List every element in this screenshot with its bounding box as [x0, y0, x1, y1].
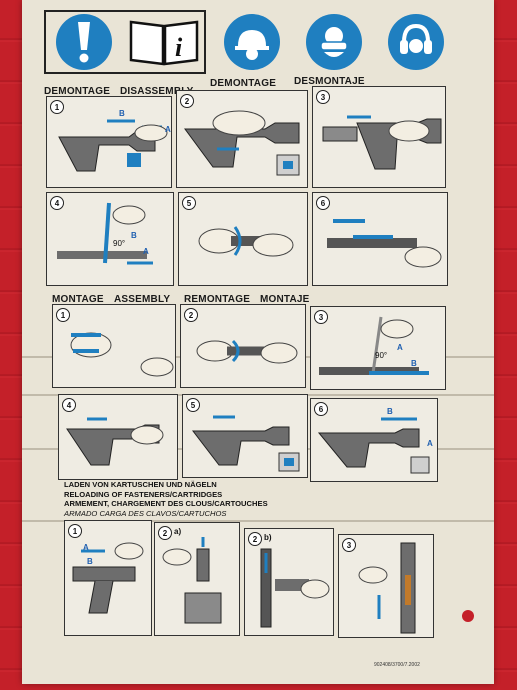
step-number: 4 — [62, 398, 76, 412]
reload-step-panel: 2 b) — [244, 528, 334, 636]
assembly-step-panel: 4 — [58, 394, 178, 480]
step-number: 4 — [50, 196, 64, 210]
disassembly-step-panel: 2 — [176, 90, 308, 188]
step-number: 2 — [158, 526, 172, 540]
exclamation-icon — [52, 10, 116, 74]
disassembly-step-panel: 3 — [312, 86, 446, 188]
heading-assembly-fr: REMONTAGE — [184, 294, 251, 305]
step-number: 3 — [342, 538, 356, 552]
angle-label: 90° — [113, 239, 126, 248]
svg-text:i: i — [175, 33, 183, 62]
assembly-step-panel: 6 B A — [310, 398, 438, 482]
step-number: 3 — [316, 90, 330, 104]
assembly-step-panel: 5 — [182, 394, 308, 478]
callout-b: B — [131, 231, 137, 240]
document-code: 902408/3700/7.2002 — [374, 662, 420, 668]
callout-b: B — [387, 407, 393, 416]
reload-step-panel: 1 A B — [64, 520, 152, 636]
mounting-hole — [462, 610, 474, 622]
heading-assembly-en: ASSEMBLY — [114, 294, 171, 305]
step-number: 2 — [248, 532, 262, 546]
reload-text-es: ARMADO CARGA DES CLAVOS/CARTUCHOS — [64, 508, 227, 518]
step-sub-label: a) — [174, 527, 182, 536]
heading-disassembly-fr: DEMONTAGE — [210, 78, 277, 89]
callout-a: A — [397, 343, 403, 352]
warning-frame — [44, 10, 206, 74]
step-number: 2 — [180, 94, 194, 108]
reload-text-fr: ARMEMENT, CHARGEMENT DES CLOUS/CARTOUCHE… — [64, 499, 268, 509]
disassembly-step-panel: 5 — [178, 192, 308, 286]
step-number: 1 — [50, 100, 64, 114]
callout-a: A — [427, 439, 433, 448]
heading-disassembly-en: DISASSEMBLY — [120, 86, 194, 97]
step-number: 1 — [56, 308, 70, 322]
reload-instructions: LADEN VON KARTUSCHEN UND NÄGELN RELOADIN… — [64, 480, 268, 518]
heading-assembly-es: MONTAJE — [260, 294, 310, 305]
callout-a: A — [165, 125, 171, 134]
disassembly-step-panel: 6 — [312, 192, 448, 286]
assembly-step-panel: 2 — [180, 304, 306, 388]
reload-step-panel: 2 a) — [154, 522, 240, 636]
callout-b: B — [411, 359, 417, 368]
reload-text-en: RELOADING OF FASTENERS/CARTRIDGES — [64, 489, 223, 499]
step-number: 2 — [184, 308, 198, 322]
step-number: 3 — [314, 310, 328, 324]
assembly-step-panel: 1 — [52, 304, 176, 388]
assembly-step-panel: 3 90° A B — [310, 306, 446, 390]
heading-assembly-de: MONTAGE — [52, 294, 104, 305]
step-number: 1 — [68, 524, 82, 538]
ear-protection-icon — [384, 10, 448, 74]
callout-b: B — [87, 557, 93, 566]
heading-disassembly-de: DEMONTAGE — [44, 86, 111, 97]
fold-line — [22, 520, 494, 522]
callout-a: A — [83, 543, 89, 552]
reload-text-de: LADEN VON KARTUSCHEN UND NÄGELN — [64, 480, 217, 489]
reload-step-panel: 3 — [338, 534, 434, 638]
callout-a: A — [143, 247, 149, 256]
hard-hat-icon — [220, 10, 284, 74]
heading-disassembly-es: DESMONTAJE — [294, 76, 365, 87]
safety-goggles-icon — [302, 10, 366, 74]
manual-info-icon: i — [122, 10, 206, 74]
disassembly-step-panel: 1 B A — [46, 96, 172, 188]
step-number: 6 — [316, 196, 330, 210]
step-number: 5 — [186, 398, 200, 412]
step-sub-label: b) — [264, 533, 272, 542]
angle-label: 90° — [375, 351, 388, 360]
step-number: 6 — [314, 402, 328, 416]
step-number: 5 — [182, 196, 196, 210]
disassembly-step-panel: 4 B 90° A — [46, 192, 174, 286]
callout-b: B — [119, 109, 125, 118]
